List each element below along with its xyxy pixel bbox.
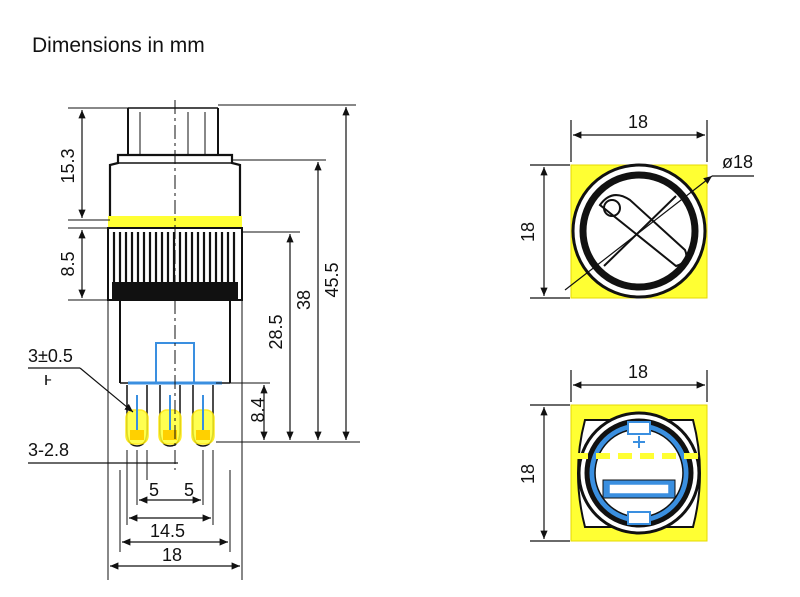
bottom-dim-height: 18: [518, 464, 538, 484]
top-view: [530, 120, 754, 299]
dim-pitch-left: 5: [149, 480, 159, 500]
dim-body-to-terminal: 28.5: [266, 314, 286, 349]
top-dim-diameter: ø18: [722, 152, 753, 172]
dim-pitch-right: 5: [184, 480, 194, 500]
side-view: [28, 100, 360, 580]
dim-terminal-thickness: 3-2.8: [28, 440, 69, 460]
dim-terminal-span: 14.5: [150, 521, 185, 541]
dim-terminal-length: 8.4: [248, 397, 268, 422]
yellow-band: [108, 216, 242, 228]
ground-symbol: ⱶ: [44, 369, 52, 389]
dim-overall-height: 45.5: [322, 262, 342, 297]
side-view-labels: 15.3 8.5 28.5 38 45.5 8.4 3±0.5 ⱶ 3-2.8 …: [28, 148, 342, 565]
bottom-dim-width: 18: [628, 362, 648, 382]
terminals: [125, 385, 215, 447]
top-dim-height: 18: [518, 222, 538, 242]
plunger-top: [127, 107, 219, 155]
dim-terminal-width: 3±0.5: [28, 346, 73, 366]
bottom-view: [530, 370, 708, 542]
page-title: Dimensions in mm: [32, 34, 205, 57]
top-view-labels: 18 18 ø18: [518, 112, 753, 242]
bottom-view-labels: 18 18: [518, 362, 648, 484]
dim-cap-height: 15.3: [58, 148, 78, 183]
dim-body-total: 38: [294, 290, 314, 310]
top-dim-width: 18: [628, 112, 648, 132]
dim-ring-height: 8.5: [58, 251, 78, 276]
dim-body-width: 18: [162, 545, 182, 565]
